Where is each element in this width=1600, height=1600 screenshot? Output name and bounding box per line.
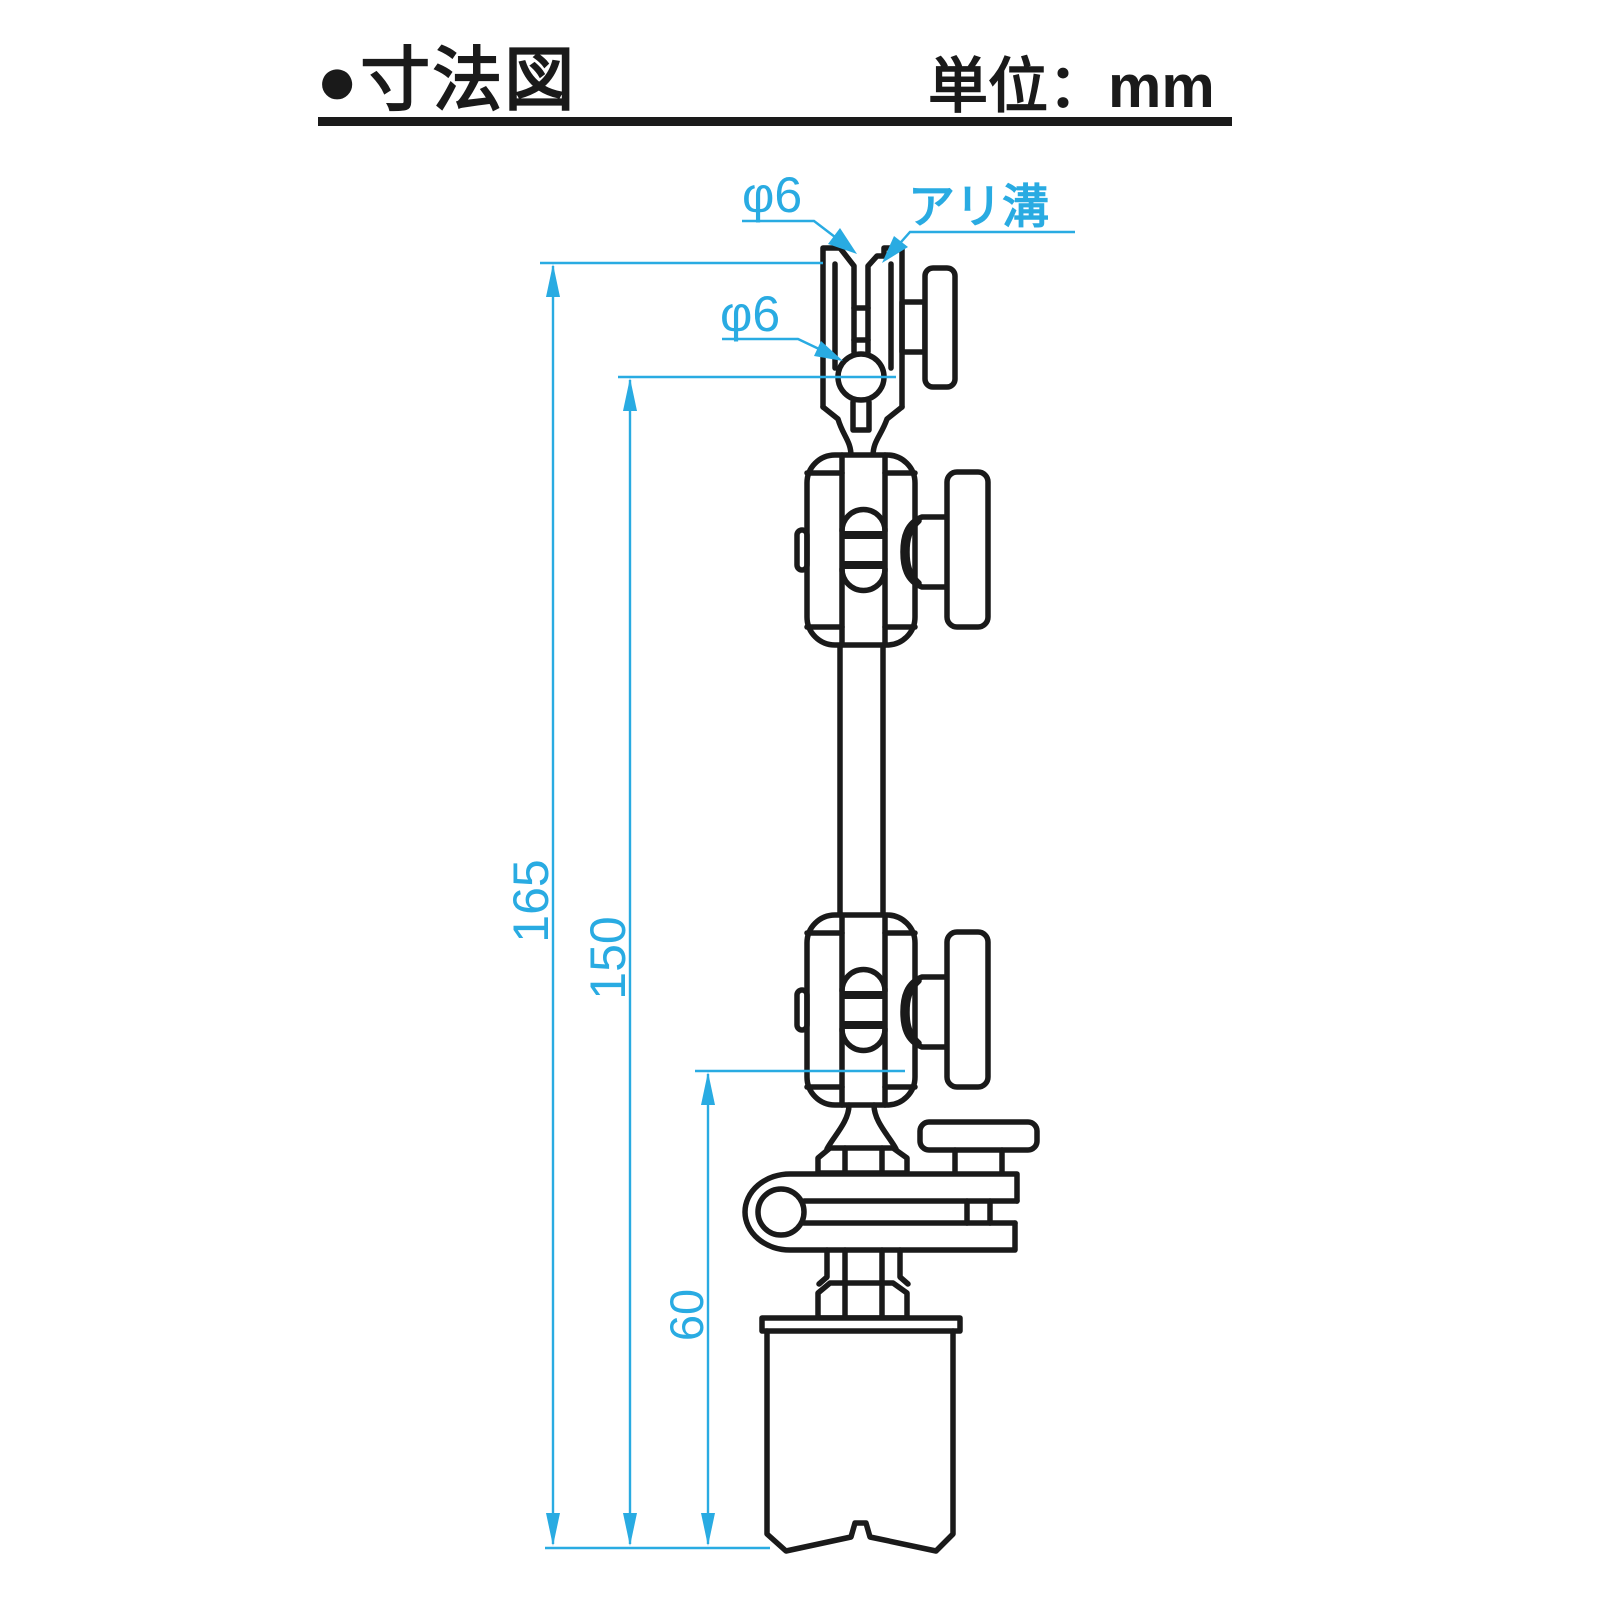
top-knob-stem <box>899 299 928 355</box>
magnet-base <box>759 1315 963 1554</box>
title-underline <box>318 117 1232 126</box>
fork-clamp <box>742 1171 1020 1253</box>
dim-165-label: 165 <box>503 859 559 942</box>
connecting-rod <box>837 642 886 918</box>
top-knob <box>922 265 958 390</box>
page-title: ●寸法図 <box>316 41 577 119</box>
label-dovetail: アリ溝 <box>908 180 1049 233</box>
bell-taper <box>824 1102 899 1152</box>
hex-nut-upper <box>815 1145 910 1176</box>
label-phi6-ball: φ6 <box>720 286 780 342</box>
hex-nut-lower <box>815 1280 910 1321</box>
top-dovetail-clamp <box>820 245 958 459</box>
leader-lines <box>722 219 1075 361</box>
collar <box>816 1247 911 1287</box>
dim-60-label: 60 <box>660 1289 713 1341</box>
lower-ball-clamp <box>797 915 988 1105</box>
unit-label: 単位：mm <box>928 53 1215 120</box>
middle-ball-clamp <box>797 455 988 645</box>
label-phi6-top: φ6 <box>742 167 802 223</box>
dim-150-label: 150 <box>580 916 636 999</box>
fork-eye <box>755 1186 807 1238</box>
dimension-lines <box>540 261 905 1550</box>
clamp-knob <box>917 1119 1040 1177</box>
